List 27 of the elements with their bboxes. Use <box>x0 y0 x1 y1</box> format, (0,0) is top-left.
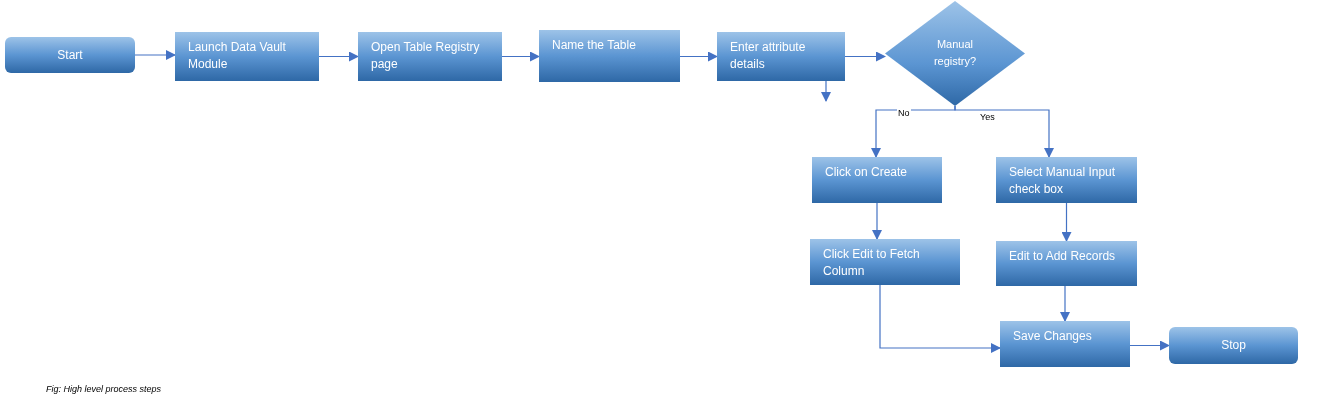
arrow <box>679 51 718 62</box>
process-box: Click on Create <box>812 157 942 203</box>
arrow <box>1129 340 1170 351</box>
arrow <box>1061 202 1072 242</box>
edge-label: Yes <box>979 113 996 122</box>
arrow <box>501 51 540 62</box>
arrow <box>872 202 882 240</box>
arrow <box>879 284 1001 353</box>
process-box: Click Edit to Fetch Column <box>810 239 960 285</box>
process-box: Edit to Add Records <box>996 241 1137 286</box>
process-box: Open Table Registry page <box>358 32 502 81</box>
process-box: Save Changes <box>1000 321 1130 367</box>
arrow <box>954 105 1054 158</box>
process-box: Enter attribute details <box>717 32 845 81</box>
edge-label: No <box>897 109 911 118</box>
process-box: Select Manual Input check box <box>996 157 1137 203</box>
decision-diamond: Manual registry? <box>885 1 1025 106</box>
arrow <box>821 80 831 102</box>
terminal-box: Stop <box>1169 327 1298 364</box>
terminal-box: Start <box>5 37 135 73</box>
arrow <box>844 51 886 62</box>
arrow <box>318 51 359 62</box>
process-box: Launch Data Vault Module <box>175 32 319 81</box>
arrow <box>1060 285 1070 322</box>
caption: Fig: High level process steps <box>46 383 162 396</box>
process-box: Name the Table <box>539 30 680 82</box>
arrow <box>134 50 176 60</box>
